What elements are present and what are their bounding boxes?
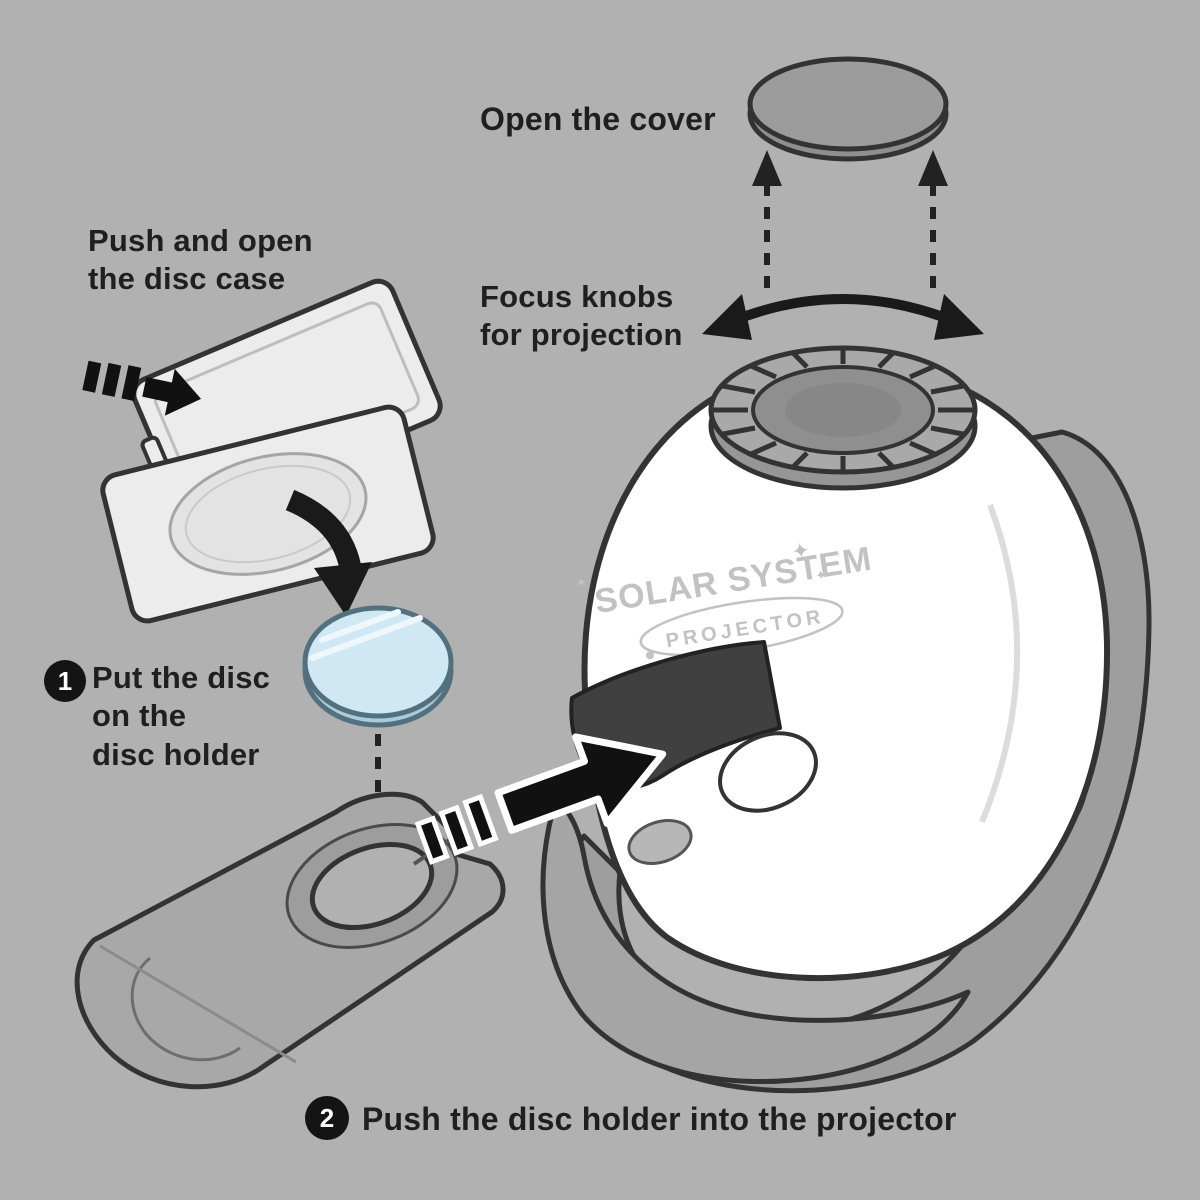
orbit-planet-dot: [645, 651, 654, 660]
projection-disc: [302, 605, 454, 728]
disc-holder-ring: [285, 823, 459, 949]
step1-label: Put the disc on the disc holder: [92, 660, 271, 772]
step1-badge: 1: [44, 660, 86, 702]
body-seam: [979, 503, 1021, 824]
cover-disc: [747, 56, 949, 162]
sparkle-icon: ✦: [575, 574, 588, 591]
slot-tab: [718, 731, 818, 813]
step2-badge: 2: [305, 1096, 349, 1140]
up-arrow-dashed-right: [918, 150, 948, 288]
side-button: [627, 819, 693, 865]
step2-label: Push the disc holder into the projector: [362, 1101, 957, 1137]
dial-center: [785, 383, 901, 437]
up-arrow-dashed-left: [752, 150, 782, 288]
disc-case: [100, 278, 443, 624]
curved-down-arrow: [285, 489, 372, 616]
disc-glare: [309, 609, 423, 661]
sparkle-icon: ✦: [790, 537, 812, 565]
disc-holder: [74, 791, 506, 1090]
open-cover-label: Open the cover: [480, 101, 716, 137]
sparkle-icon: ✦: [814, 567, 827, 584]
focus-knobs-label: Focus knobs for projection: [480, 279, 683, 353]
stand-front-foot: [540, 797, 971, 1084]
focus-dial: [708, 345, 978, 491]
dial-ridges: [713, 348, 973, 472]
case-push-arrow: [82, 360, 202, 416]
push-open-case-label: Push and open the disc case: [88, 223, 313, 297]
focus-rotation-arrow: [702, 294, 984, 340]
insert-arrow: [414, 733, 667, 865]
